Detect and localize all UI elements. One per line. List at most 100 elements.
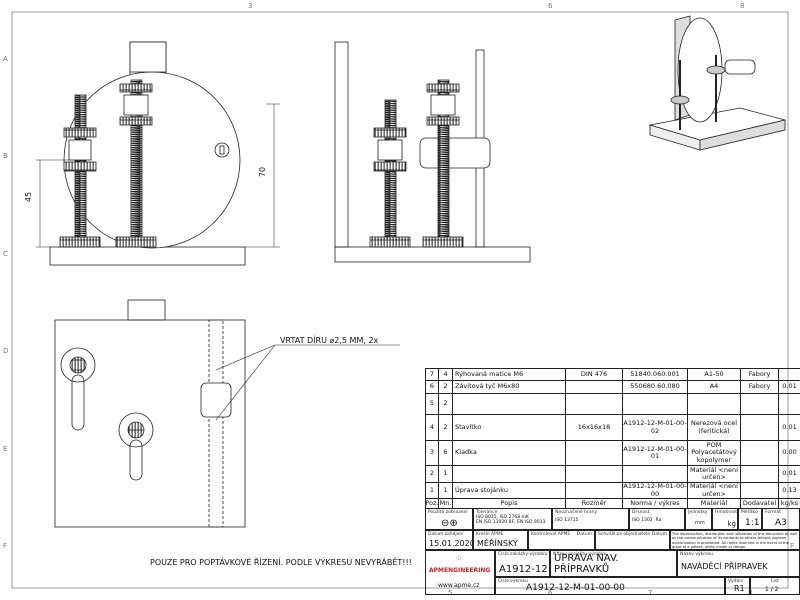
isometric-view [649, 15, 786, 151]
parts-cell [565, 393, 623, 415]
edges-value: ISO 13715 [555, 518, 579, 523]
parts-cell [565, 440, 623, 466]
parts-cell: 3 [425, 440, 439, 466]
parts-cell: Materiál <není určen> [687, 465, 741, 483]
copyright-cell: The reproduction, distribution and utili… [670, 530, 800, 550]
parts-cell: Materiál <není určen> [687, 482, 741, 499]
parts-cell [452, 393, 566, 415]
label: Vydání [728, 579, 744, 584]
parts-cell: Fabory [740, 380, 779, 394]
parts-cell: Kladka [452, 440, 566, 466]
parts-cell: 6 [425, 380, 439, 394]
parts-cell [452, 465, 566, 483]
revision: R1 [734, 584, 745, 593]
parts-cell: 1 [425, 482, 439, 499]
parts-cell [740, 393, 779, 415]
grid-row-f: F [3, 542, 8, 550]
parts-cell: 5 [425, 393, 439, 415]
parts-cell [740, 414, 779, 441]
parts-cell: 0.01 [778, 380, 800, 394]
parts-cell: A4 [687, 380, 741, 394]
parts-cell [740, 465, 779, 483]
grid-col-5: 5 [448, 589, 453, 597]
grid-row-a: A [3, 55, 8, 63]
parts-cell: 16x16x18 [565, 414, 623, 441]
label: Neoznačené hrany [555, 510, 598, 515]
sheet-cell: List 1 / 2 [750, 577, 800, 595]
drill-annotation: VRTAT DÍRU ⌀2,5 MM, 2x [280, 336, 379, 345]
front-view [36, 41, 280, 266]
parts-cell: 2 [438, 393, 453, 415]
grid-col-6: 6 [548, 589, 553, 597]
label: Hmotnost [715, 510, 737, 515]
parts-cell: 0.01 [778, 414, 800, 441]
sheet: 1 / 2 [765, 586, 779, 593]
parts-cell: 1 [438, 482, 453, 499]
label: Jednotky [688, 510, 708, 515]
label: Tolerance [476, 510, 498, 515]
grid-row-e: E [3, 445, 8, 453]
parts-cell: Úprava stojánku [452, 482, 566, 499]
parts-cell: 0.13 [778, 482, 800, 499]
start-date: 15.01.2020 [429, 539, 473, 548]
grid-col-8-top: 8 [740, 2, 745, 10]
grid-row-f-right: F [790, 542, 795, 550]
parts-cell: Závitová tyč M6x80 [452, 380, 566, 394]
parts-cell [622, 393, 688, 415]
dimension-70: 70 [258, 166, 268, 178]
label: Kontroloval APME [531, 532, 571, 537]
label: Název projektu-výrobku [553, 552, 607, 557]
parts-cell: 1 [438, 465, 453, 483]
label: Datum zahájení [428, 532, 464, 537]
label: Použité zobrazení [428, 510, 468, 515]
parts-cell: 0.00 [778, 440, 800, 466]
parts-cell [740, 482, 779, 499]
grid-row-b: B [3, 152, 8, 160]
project-name: ÚPRAVA NAV. PŘÍPRAVKŮ [554, 553, 619, 575]
drawing-no: A1912-12-M-01-00-00 [526, 583, 625, 593]
tolerance-value: ISO 8015, ISO 2768 mK EN ISO 13920 BF, E… [476, 515, 546, 525]
grid-row-c: C [3, 250, 8, 258]
parts-cell: 2 [438, 380, 453, 394]
label: Název výkresu [680, 552, 713, 557]
website: www.apme.cz [438, 582, 480, 589]
roughness-value: ISO 1302 Ra [632, 518, 662, 523]
grid-col-7: 7 [648, 589, 653, 597]
drawing-name: NAVÁDĚCÍ PŘÍPRAVEK [681, 562, 768, 571]
parts-cell: 2 [425, 465, 439, 483]
copyright-text: The reproduction, distribution and utili… [672, 532, 798, 550]
side-view [334, 41, 531, 263]
parts-cell [687, 393, 741, 415]
drawn-by: MĚŘÍNSKÝ [477, 539, 518, 548]
parts-cell [565, 482, 623, 499]
parts-cell: 4 [425, 414, 439, 441]
parts-cell: Nerezová ocel (feritická) [687, 414, 741, 441]
parts-cell: POM Polyacetátový kopolymer [687, 440, 741, 466]
grid-col-3: 3 [248, 2, 253, 10]
parts-cell: A1912-12-M-01-00-00 [622, 482, 688, 499]
drawing-frame [11, 11, 789, 589]
format-value: A3 [775, 518, 787, 528]
label: List [771, 579, 779, 584]
label: Číslo výkresu [498, 579, 528, 584]
projection-cell: Použité zobrazení⊖⊕ [425, 508, 473, 530]
parts-cell: A1912-12-M-01-00-01 [622, 440, 688, 466]
apme-logo-icon: ⁘ [455, 554, 463, 564]
parts-cell: 550680.60.080 [622, 380, 688, 394]
label: Drsnost [632, 510, 650, 515]
order-no: A1912-12 [499, 564, 548, 575]
scale-value: 1:1 [745, 518, 760, 528]
